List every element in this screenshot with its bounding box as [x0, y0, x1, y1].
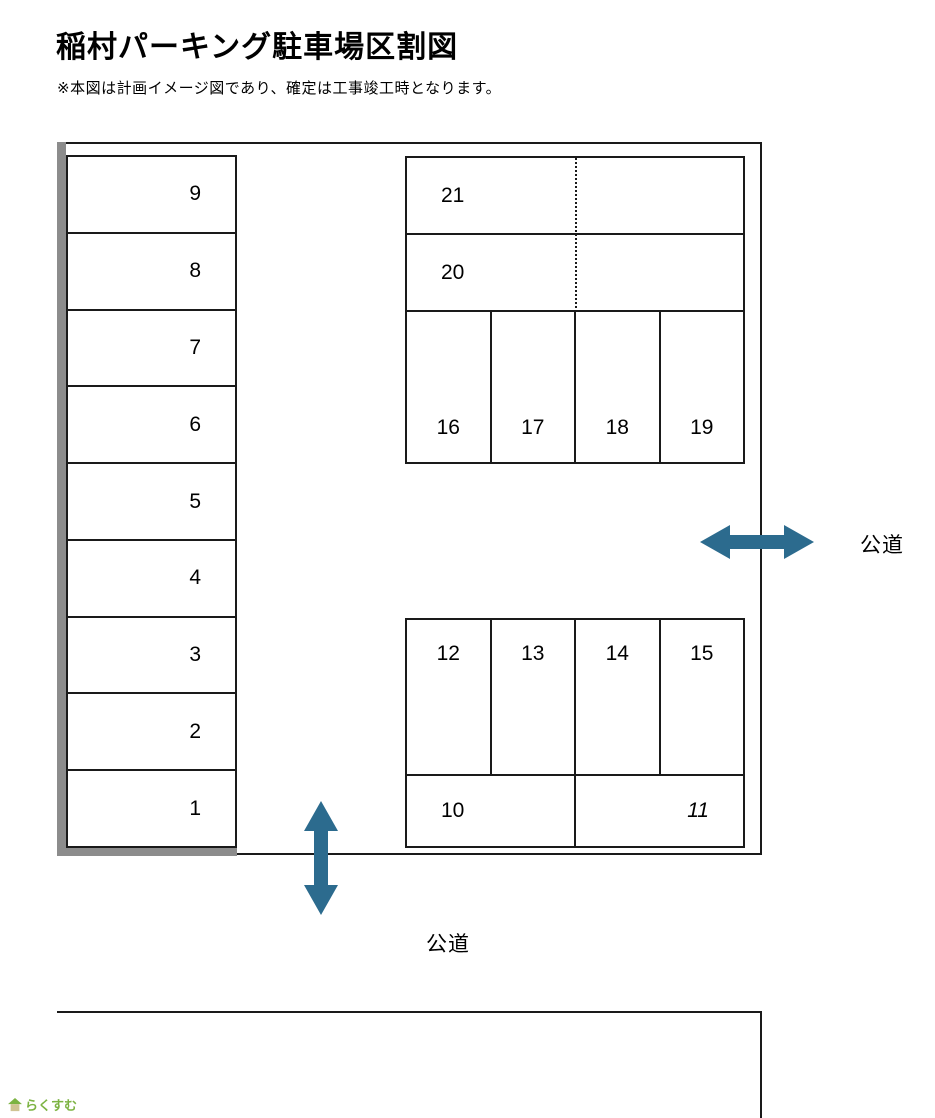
double-arrow-horizontal-icon	[700, 525, 814, 559]
parking-space-10: 10	[407, 776, 574, 846]
parking-space-4: 4	[68, 541, 235, 618]
boundary-top	[57, 142, 762, 144]
space-number: 4	[189, 566, 201, 590]
logo: らくすむ	[8, 1095, 77, 1114]
upper-stall-row: 16 17 18 19	[407, 312, 743, 462]
space-number: 12	[436, 642, 460, 665]
road-label-right: 公道	[860, 534, 904, 557]
parking-space-16: 16	[407, 312, 492, 462]
space-number: 1	[189, 796, 201, 820]
space-number: 16	[436, 416, 460, 439]
parking-space-13: 13	[492, 620, 576, 774]
space-number: 7	[189, 335, 201, 359]
space-number: 20	[441, 260, 465, 284]
space-number: 6	[189, 412, 201, 436]
parking-space-15: 15	[661, 620, 744, 774]
parking-space-6: 6	[68, 387, 235, 465]
space-number: 21	[441, 183, 465, 207]
space-number: 14	[605, 642, 629, 665]
disclaimer-note: ※本図は計画イメージ図であり、確定は工事竣工時となります。	[57, 80, 502, 97]
parking-space-17: 17	[492, 312, 576, 462]
dotted-divider	[575, 158, 577, 312]
lower-parking-block: 12 13 14 15 10 11	[405, 618, 745, 848]
logo-house-icon	[8, 1097, 22, 1111]
parking-space-1: 1	[68, 771, 235, 846]
left-parking-column: 9 8 7 6 5 4 3 2 1	[66, 155, 237, 848]
parking-space-7: 7	[68, 311, 235, 388]
road-label-bottom: 公道	[426, 933, 470, 956]
lower-road-boundary-right	[760, 1011, 762, 1118]
parking-space-14: 14	[576, 620, 661, 774]
left-wall	[57, 142, 66, 856]
parking-space-9: 9	[68, 157, 235, 234]
space-number: 18	[605, 416, 629, 439]
space-number: 3	[189, 643, 201, 667]
parking-space-8: 8	[68, 234, 235, 311]
boundary-right	[760, 142, 762, 855]
bottom-wall	[57, 846, 237, 856]
space-number: 13	[521, 642, 545, 665]
upper-parking-block: 21 20 16 17 18 19	[405, 156, 745, 464]
lower-road-boundary-top	[57, 1011, 762, 1013]
boundary-bottom	[237, 853, 762, 855]
space-number: 5	[189, 489, 201, 513]
double-arrow-vertical-icon	[304, 801, 338, 915]
parking-space-18: 18	[576, 312, 661, 462]
parking-space-5: 5	[68, 464, 235, 541]
space-number: 8	[189, 259, 201, 283]
parking-space-12: 12	[407, 620, 492, 774]
lower-stall-row: 12 13 14 15	[407, 620, 743, 774]
space-number: 15	[690, 642, 714, 665]
space-number: 19	[690, 416, 714, 439]
parking-space-3: 3	[68, 618, 235, 695]
parking-space-19: 19	[661, 312, 744, 462]
logo-text: らくすむ	[25, 1098, 78, 1113]
space-number: 9	[189, 182, 201, 206]
space-number: 17	[521, 416, 545, 439]
space-number: 10	[441, 799, 465, 822]
page-title: 稲村パーキング駐車場区割図	[56, 31, 459, 64]
space-number: 11	[687, 799, 709, 822]
space-number: 2	[189, 719, 201, 743]
parking-space-11: 11	[574, 776, 743, 846]
lower-wide-row: 10 11	[407, 774, 743, 846]
parking-space-2: 2	[68, 694, 235, 772]
